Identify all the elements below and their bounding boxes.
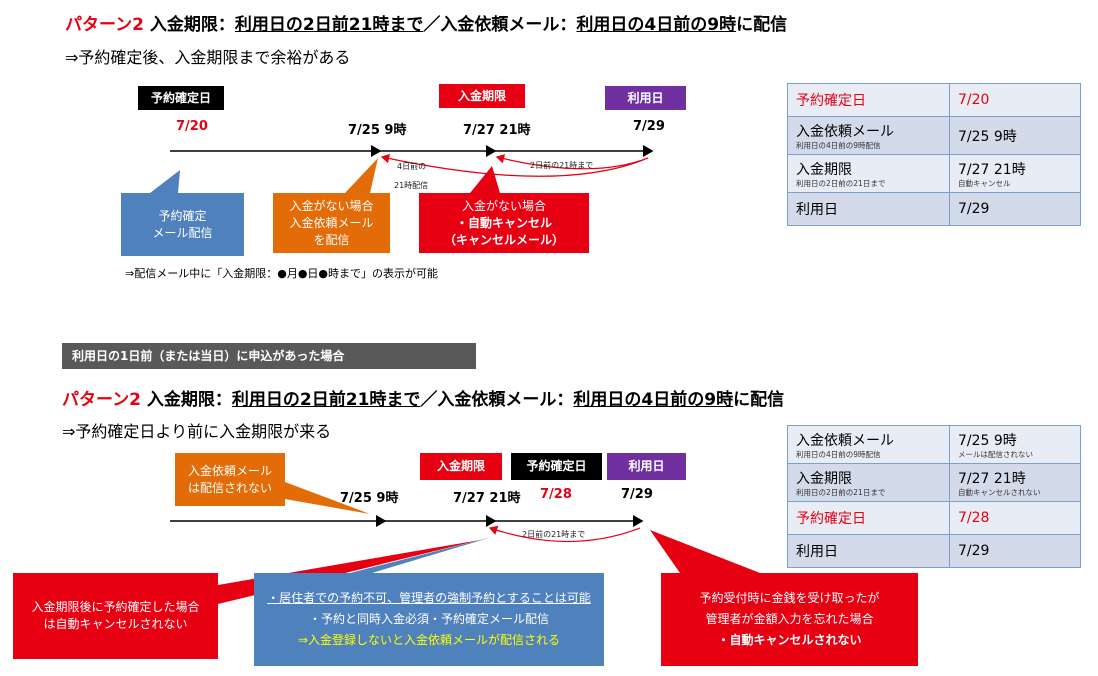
callout-tail-unpaid-mail — [345, 158, 378, 193]
table2-label-cell: 入金期限利用日の2日前の21日まで — [787, 463, 950, 502]
arc-label-two-days-2: 2日前の21時まで — [522, 530, 586, 539]
table2-value: 7/29 — [949, 534, 1081, 568]
section1-note: ⇒配信メール中に「入金期限：●月●日●時まで」の表示が可能 — [125, 267, 439, 280]
callout-unpaid-mail: 入金がない場合 入金依頼メール を配信 — [273, 193, 390, 253]
arc-label-two-days: 2日前の21時まで — [530, 161, 594, 170]
callout-confirm-mail: 予約確定 メール配信 — [121, 193, 244, 256]
label-use-day-1: 利用日 — [605, 86, 686, 110]
section2-subtitle: ⇒予約確定日より前に入金期限が来る — [62, 422, 332, 441]
section2-table: 入金依頼メール利用日の4日前の9時配信 7/25 9時メールは配信されない 入金… — [787, 425, 1081, 568]
table2-row: 入金期限利用日の2日前の21日まで 7/27 21時自動キャンセルされない — [787, 463, 1081, 502]
callout-admin-force: ・居住者での予約不可、管理者の強制予約とすることは可能 ・予約と同時入金必須・予… — [254, 573, 604, 666]
callout-unpaid-cancel: 入金がない場合 ・自動キャンセル （キャンセルメール） — [419, 193, 589, 253]
label-deadline-1: 入金期限 — [439, 84, 525, 108]
callout-no-mail: 入金依頼メール は配信されない — [175, 453, 285, 506]
table2-value: 7/28 — [949, 501, 1081, 535]
table2-row: 利用日 7/29 — [787, 534, 1081, 568]
section1-title: パターン2 入金期限：利用日の2日前21時まで／入金依頼メール：利用日の4日前の… — [65, 15, 788, 35]
label-confirm-day-2: 予約確定日 — [511, 453, 602, 480]
table1-row: 入金期限利用日の2日前の21日まで 7/27 21時自動キャンセル — [787, 154, 1081, 193]
label-confirm-day-1: 予約確定日 — [138, 86, 224, 110]
table2-label: 利用日 — [787, 534, 950, 568]
callout-tail-confirm — [150, 170, 180, 193]
table1-label-cell: 入金依頼メール利用日の4日前の9時配信 — [787, 116, 950, 155]
date-use-2: 7/29 — [621, 487, 653, 502]
arc-four-days — [380, 153, 649, 177]
table1-label: 利用日 — [787, 192, 950, 226]
callout-tail-blue — [350, 537, 492, 573]
table1-value: 7/29 — [949, 192, 1081, 226]
table2-value-cell: 7/27 21時自動キャンセルされない — [949, 463, 1081, 502]
date-mail-1: 7/25 9時 — [348, 123, 407, 138]
table1-value-cell: 7/27 21時自動キャンセル — [949, 154, 1081, 193]
table1-row: 利用日 7/29 — [787, 192, 1081, 226]
date-deadline-2: 7/27 21時 — [453, 491, 521, 506]
callout-no-auto-cancel: 入金期限後に予約確定した場合 は自動キャンセルされない — [13, 573, 218, 659]
label-deadline-2: 入金期限 — [420, 453, 502, 480]
table1-row: 入金依頼メール利用日の4日前の9時配信 7/25 9時 — [787, 116, 1081, 155]
arc-label-four-days-a: 4日前の — [397, 162, 427, 171]
date-confirm-2: 7/28 — [540, 487, 572, 502]
callout-tail-admin — [650, 530, 760, 573]
date-mail-2: 7/25 9時 — [340, 491, 399, 506]
table2-row: 予約確定日 7/28 — [787, 501, 1081, 535]
callout-tail-no-mail — [285, 482, 370, 514]
callout-admin-forgot: 予約受付時に金銭を受け取ったが 管理者が金額入力を忘れた場合 ・自動キャンセルさ… — [661, 573, 918, 666]
table1-value: 7/20 — [949, 83, 1081, 117]
table2-label: 予約確定日 — [787, 501, 950, 535]
table1-row: 予約確定日 7/20 — [787, 83, 1081, 117]
date-use-1: 7/29 — [633, 119, 665, 134]
label-use-day-2: 利用日 — [607, 453, 686, 480]
arc-label-four-days-b: 21時配信 — [394, 181, 429, 190]
arc-two-days-2 — [488, 525, 641, 543]
date-confirm-1: 7/20 — [176, 119, 208, 134]
arc-two-days — [495, 154, 649, 170]
table2-label-cell: 入金依頼メール利用日の4日前の9時配信 — [787, 425, 950, 464]
section1-subtitle: ⇒予約確定後、入金期限まで余裕がある — [65, 48, 351, 67]
table1-label-cell: 入金期限利用日の2日前の21日まで — [787, 154, 950, 193]
table2-row: 入金依頼メール利用日の4日前の9時配信 7/25 9時メールは配信されない — [787, 425, 1081, 464]
section1-table: 予約確定日 7/20 入金依頼メール利用日の4日前の9時配信 7/25 9時 入… — [787, 83, 1081, 226]
table2-value-cell: 7/25 9時メールは配信されない — [949, 425, 1081, 464]
section2-banner: 利用日の1日前（または当日）に申込があった場合 — [62, 343, 476, 369]
date-deadline-1: 7/27 21時 — [463, 123, 531, 138]
table1-value: 7/25 9時 — [949, 116, 1081, 155]
callout-tail-cancel — [470, 166, 500, 193]
table1-label: 予約確定日 — [787, 83, 950, 117]
section2-title: パターン2 入金期限：利用日の2日前21時まで／入金依頼メール：利用日の4日前の… — [62, 390, 785, 410]
